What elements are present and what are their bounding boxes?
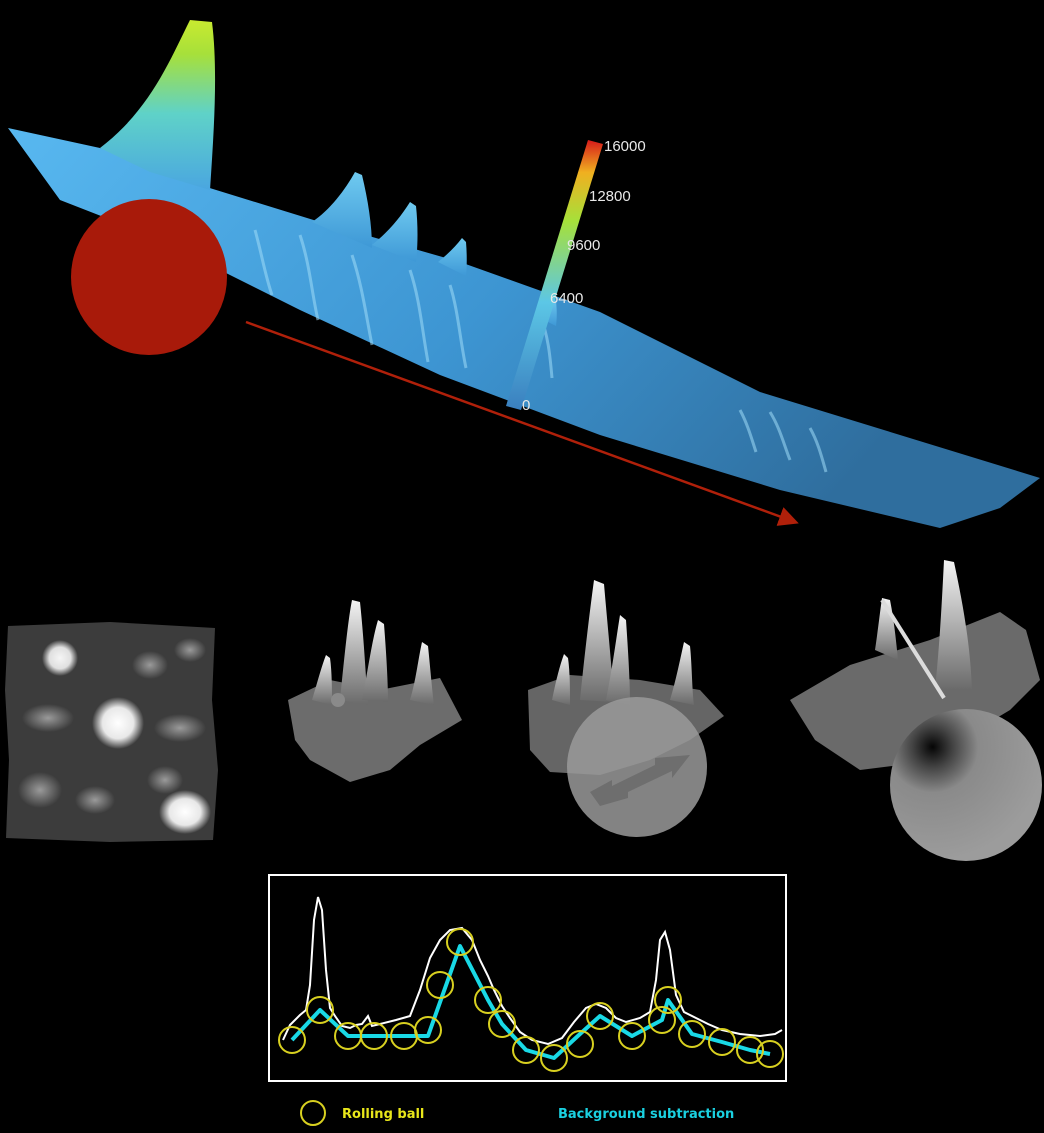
signal-profile-line (282, 896, 783, 1046)
panel-ball-under-surface (528, 580, 724, 837)
rolling-ball-circle (678, 1020, 706, 1048)
rolling-ball-circle (426, 971, 454, 999)
surface-ridges (253, 229, 828, 473)
colorbar-body (506, 140, 603, 410)
surface-slab (8, 128, 1040, 528)
rolling-ball-circle (512, 1036, 540, 1064)
panel-ball-profile (790, 560, 1042, 861)
rolling-ball-circle (648, 1006, 676, 1034)
rolling-ball-circle (278, 1026, 306, 1054)
rolling-ball-circle (474, 986, 502, 1014)
profile-diagram (268, 874, 787, 1082)
legend: Rolling ball Background subtraction (300, 1100, 734, 1126)
colorbar-tick-0: 0 (522, 397, 530, 414)
rolling-ball-circles (278, 928, 784, 1072)
profile-frame (268, 874, 787, 1082)
rolling-ball-circle (540, 1044, 568, 1072)
surface-peak-4 (438, 238, 467, 276)
surface-plot-3d: 16000 12800 9600 6400 0 (8, 20, 1040, 528)
rolling-ball-circle (586, 1002, 614, 1030)
legend-rolling-ball-icon (300, 1100, 326, 1126)
surface-peak-3 (372, 202, 418, 262)
rolling-ball-circle (708, 1028, 736, 1056)
legend-rolling-ball-label: Rolling ball (342, 1107, 424, 1122)
rolling-ball-circle (488, 1010, 516, 1038)
rolling-ball-circle (618, 1022, 646, 1050)
colorbar: 16000 12800 9600 6400 0 (506, 138, 646, 414)
panel-surface-gray (288, 600, 462, 782)
rolling-ball-circle (446, 928, 474, 956)
colorbar-tick-12800: 12800 (589, 188, 631, 205)
rolling-ball-circle (414, 1016, 442, 1044)
background-subtraction-line (290, 944, 771, 1060)
legend-background-subtraction-label: Background subtraction (558, 1107, 734, 1122)
rolling-ball-circle (566, 1030, 594, 1058)
rolling-ball-circle (306, 996, 334, 1024)
rolling-ball-circle (654, 986, 682, 1014)
surface-peak-2 (312, 172, 372, 248)
rolling-ball-circle (756, 1040, 784, 1068)
colorbar-tick-16000: 16000 (604, 138, 646, 155)
panel-2d-image (5, 622, 218, 842)
rolling-direction-arrow (245, 320, 799, 526)
rolling-ball-circle (360, 1022, 388, 1050)
colorbar-tick-6400: 6400 (550, 290, 583, 307)
surface-main-peak (100, 20, 216, 190)
rolling-ball-red (71, 199, 227, 355)
rolling-ball-circle (736, 1036, 764, 1064)
colorbar-tick-9600: 9600 (567, 237, 600, 254)
